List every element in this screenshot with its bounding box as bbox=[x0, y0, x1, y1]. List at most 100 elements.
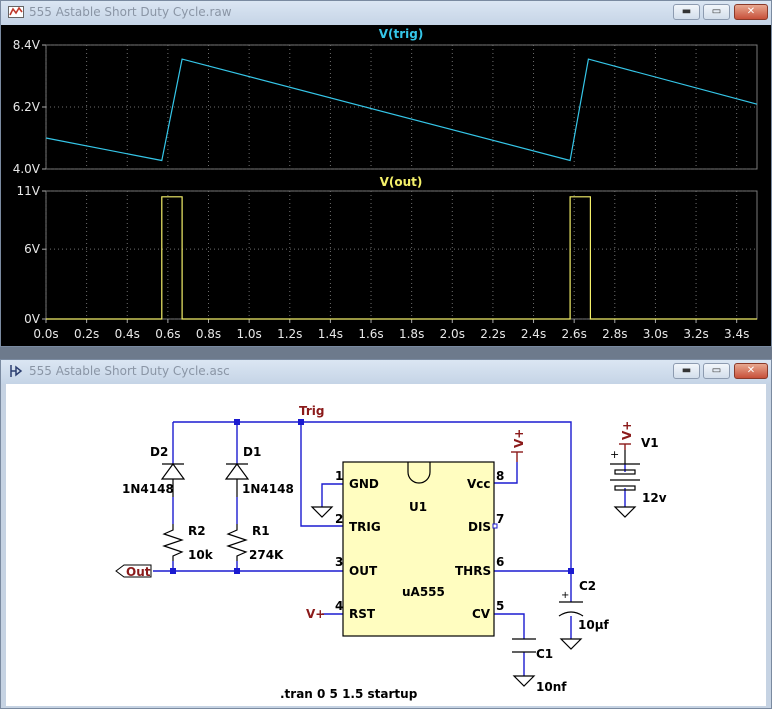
waveform-window-title: 555 Astable Short Duty Cycle.raw bbox=[29, 5, 232, 19]
x-tick-label-8: 1.6s bbox=[358, 327, 383, 341]
ground-symbol-c1 bbox=[512, 675, 536, 687]
v1-polarity-plus: + bbox=[610, 448, 619, 461]
diode-d1[interactable] bbox=[224, 462, 250, 497]
u1-pin2-number: 2 bbox=[335, 512, 343, 526]
d1-ref: D1 bbox=[243, 445, 261, 459]
c2-polarity-plus: + bbox=[561, 590, 569, 601]
c2-value: 10µf bbox=[578, 618, 610, 632]
vplus-label-v1: V+ bbox=[620, 421, 634, 440]
close-button[interactable]: ✕ bbox=[734, 363, 768, 379]
u1-pin2-name: TRIG bbox=[349, 520, 381, 534]
c2-ref: C2 bbox=[579, 579, 596, 593]
ground-symbol-v1 bbox=[613, 506, 637, 518]
x-tick-label-5: 1.0s bbox=[236, 327, 261, 341]
x-tick-label-4: 0.8s bbox=[196, 327, 221, 341]
r1-ref: R1 bbox=[252, 524, 270, 538]
x-tick-label-16: 3.2s bbox=[683, 327, 708, 341]
schematic-canvas[interactable]: D2 1N4148 D1 1N4148 R2 10k R1 274K Out T… bbox=[6, 384, 766, 706]
u1-pin3-name: OUT bbox=[349, 564, 378, 578]
c1-value: 10nf bbox=[536, 680, 567, 694]
trig-trace-title[interactable]: V(trig) bbox=[379, 27, 424, 41]
x-tick-label-7: 1.4s bbox=[318, 327, 343, 341]
u1-dis-pin-marker bbox=[492, 523, 498, 529]
vplus-flag-v1[interactable] bbox=[619, 443, 631, 450]
out-net-label: Out bbox=[126, 565, 151, 579]
out-trace-line[interactable] bbox=[46, 196, 757, 320]
minimize-button[interactable]: ▬ bbox=[673, 363, 700, 379]
u1-pin3-number: 3 bbox=[335, 555, 343, 569]
maximize-button[interactable]: ▭ bbox=[703, 363, 730, 379]
x-tick-label-0: 0.0s bbox=[33, 327, 58, 341]
schematic-window: 555 Astable Short Duty Cycle.asc ▬ ▭ ✕ bbox=[0, 359, 772, 709]
d2-ref: D2 bbox=[150, 445, 168, 459]
out-ytick-label-0: 11V bbox=[17, 184, 41, 198]
waveform-window: 555 Astable Short Duty Cycle.raw ▬ ▭ ✕ 8… bbox=[0, 0, 772, 347]
capacitor-c1[interactable] bbox=[512, 638, 536, 653]
waveform-titlebar[interactable]: 555 Astable Short Duty Cycle.raw ▬ ▭ ✕ bbox=[1, 1, 771, 25]
waveform-plot-area[interactable]: 8.4V6.2V4.0V 11V 6V 0V 0.0s 0.2s 0.4s 0.6s 0.8… bbox=[1, 25, 771, 346]
out-net-flag[interactable] bbox=[115, 564, 152, 578]
x-tick-label-12: 2.4s bbox=[521, 327, 546, 341]
out-pane-frame bbox=[45, 190, 758, 320]
diode-d2[interactable] bbox=[160, 462, 186, 497]
vplus-flag-vcc[interactable] bbox=[511, 451, 523, 462]
u1-value: uA555 bbox=[402, 585, 445, 599]
x-tick-label-14: 2.8s bbox=[602, 327, 627, 341]
x-tick-label-11: 2.2s bbox=[480, 327, 505, 341]
trig-net-label[interactable]: Trig bbox=[299, 404, 325, 418]
v1-value: 12v bbox=[642, 491, 667, 505]
trig-ytick-label-0: 8.4V bbox=[13, 38, 41, 52]
capacitor-c2[interactable] bbox=[558, 601, 584, 617]
junctions bbox=[170, 419, 574, 574]
u1-pin6-name: THRS bbox=[455, 564, 491, 578]
trig-y-ticks: 8.4V6.2V4.0V bbox=[13, 38, 46, 176]
r2-ref: R2 bbox=[188, 524, 206, 538]
u1-pin5-number: 5 bbox=[496, 599, 504, 613]
u1-pin4-number: 4 bbox=[335, 599, 343, 613]
u1-pin5-name: CV bbox=[472, 607, 491, 621]
schematic-window-title: 555 Astable Short Duty Cycle.asc bbox=[29, 364, 230, 378]
out-trace-title[interactable]: V(out) bbox=[380, 175, 423, 189]
r2-value: 10k bbox=[188, 548, 214, 562]
spice-directive[interactable]: .tran 0 5 1.5 startup bbox=[280, 687, 418, 701]
u1-pin8-number: 8 bbox=[496, 469, 504, 483]
ground-symbol-u1 bbox=[310, 506, 334, 518]
out-grid bbox=[45, 190, 757, 320]
u1-pin1-number: 1 bbox=[335, 469, 343, 483]
x-tick-label-10: 2.0s bbox=[440, 327, 465, 341]
u1-pin7-number: 7 bbox=[496, 512, 504, 526]
schematic-app-icon bbox=[10, 365, 23, 377]
x-tick-label-3: 0.6s bbox=[155, 327, 180, 341]
trig-grid bbox=[45, 44, 757, 170]
voltage-source-v1[interactable] bbox=[610, 450, 640, 491]
x-tick-label-2: 0.4s bbox=[115, 327, 140, 341]
waveform-app-icon bbox=[8, 6, 24, 18]
x-tick-label-13: 2.6s bbox=[561, 327, 586, 341]
resistor-r1[interactable] bbox=[226, 524, 248, 561]
out-ytick-label-2: 0V bbox=[24, 312, 41, 326]
d2-value: 1N4148 bbox=[122, 482, 174, 496]
x-tick-label-17: 3.4s bbox=[724, 327, 749, 341]
out-ytick-label-1: 6V bbox=[24, 242, 41, 256]
u1-pin8-name: Vcc bbox=[467, 477, 491, 491]
close-button[interactable]: ✕ bbox=[734, 4, 768, 20]
out-y-ticks: 11V 6V 0V bbox=[17, 184, 46, 326]
ground-symbol-c2 bbox=[559, 638, 583, 650]
trig-ytick-label-2: 4.0V bbox=[13, 162, 41, 176]
x-tick-label-9: 1.8s bbox=[399, 327, 424, 341]
trig-trace-line[interactable] bbox=[45, 58, 758, 162]
minimize-button[interactable]: ▬ bbox=[673, 4, 700, 20]
c1-ref: C1 bbox=[536, 647, 553, 661]
resistor-r2[interactable] bbox=[162, 524, 184, 561]
x-tick-label-1: 0.2s bbox=[74, 327, 99, 341]
u1-notch bbox=[407, 462, 431, 484]
maximize-button[interactable]: ▭ bbox=[703, 4, 730, 20]
x-ticks: 0.0s 0.2s 0.4s 0.6s 0.8s 1.0s 1.2s 1.4s 1.6s 1.8s… bbox=[33, 319, 749, 341]
x-tick-label-6: 1.2s bbox=[277, 327, 302, 341]
v1-ref: V1 bbox=[641, 436, 659, 450]
u1-chip-body[interactable] bbox=[342, 461, 495, 637]
schematic-titlebar[interactable]: 555 Astable Short Duty Cycle.asc ▬ ▭ ✕ bbox=[1, 360, 771, 384]
vplus-label-rst[interactable]: V+ bbox=[306, 607, 325, 621]
r1-value: 274K bbox=[249, 548, 284, 562]
u1-ref: U1 bbox=[409, 500, 427, 514]
